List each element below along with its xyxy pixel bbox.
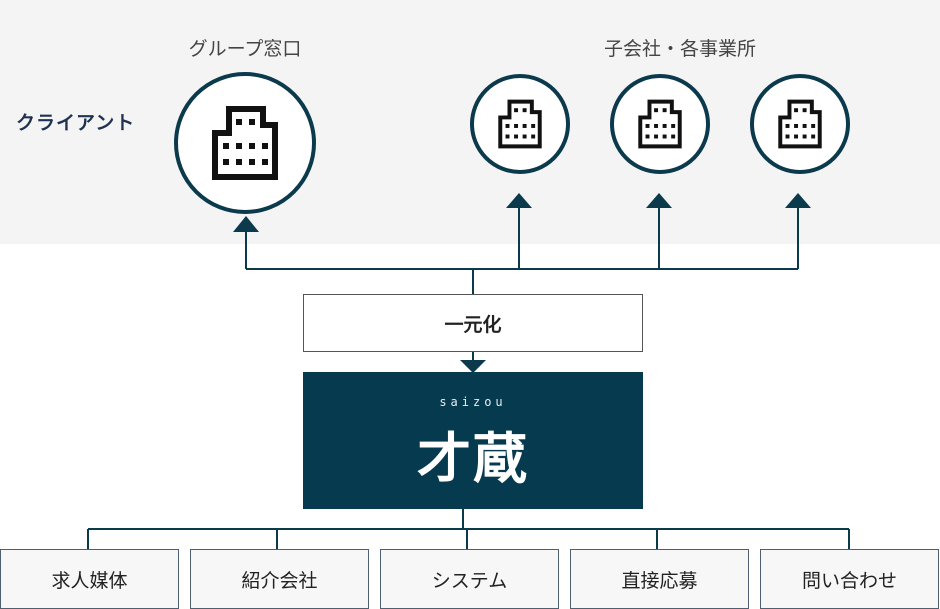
- client-label: クライアント: [16, 112, 136, 134]
- category-direct-apply: 直接応募: [570, 549, 749, 609]
- unify-label: 一元化: [444, 313, 502, 336]
- brand-logo-kanji: 才蔵: [417, 426, 529, 490]
- arrow-up-sub1: [506, 193, 532, 208]
- building-icon: [498, 99, 542, 149]
- subsidiaries-label: 子会社・各事業所: [603, 38, 756, 60]
- arrow-up-group: [233, 216, 259, 232]
- group-window-label: グループ窓口: [188, 38, 302, 60]
- category-label: システム: [431, 569, 508, 592]
- category-system: システム: [380, 549, 559, 609]
- brand-roman-text: saizou: [439, 395, 507, 409]
- building-icon: [778, 99, 822, 149]
- arrow-down-brand: [460, 360, 486, 373]
- category-label: 紹介会社: [241, 569, 318, 592]
- subsidiary-node-3: [750, 74, 850, 174]
- saizou-brand-box: saizou 才蔵: [303, 372, 643, 509]
- arrow-up-sub2: [646, 193, 672, 208]
- group-window-node: [174, 72, 316, 214]
- category-label: 求人媒体: [51, 569, 128, 592]
- building-icon: [638, 99, 682, 149]
- category-label: 問い合わせ: [801, 569, 897, 592]
- category-inquiry: 問い合わせ: [760, 549, 939, 609]
- unify-box: 一元化: [303, 294, 643, 352]
- category-agency: 紹介会社: [190, 549, 369, 609]
- subsidiary-node-2: [610, 74, 710, 174]
- subsidiary-node-1: [470, 74, 570, 174]
- category-label: 直接応募: [621, 569, 698, 592]
- building-icon: [212, 106, 278, 180]
- category-job-media: 求人媒体: [0, 549, 179, 609]
- arrow-up-sub3: [785, 193, 811, 208]
